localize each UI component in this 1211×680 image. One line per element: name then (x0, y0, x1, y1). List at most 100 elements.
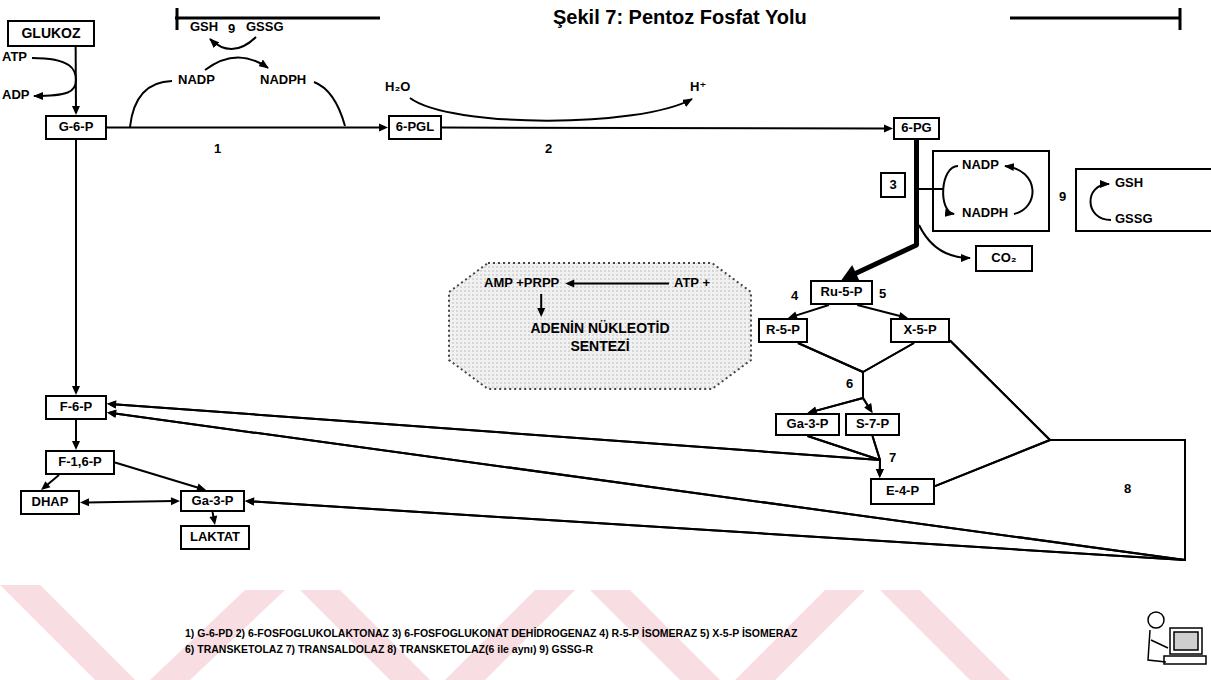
reaction-arrow (72, 140, 80, 395)
metabolite-box: DHAP (20, 490, 80, 515)
arrow-head (864, 403, 872, 413)
callout-number: 6 (846, 377, 853, 392)
metabolite-name: ATP + (674, 276, 710, 291)
callout-number: 9 (228, 22, 235, 37)
arrow-head (72, 441, 80, 450)
metabolite-name: F-1,6-P (58, 455, 101, 470)
callout-number: 1 (214, 142, 221, 157)
reaction-arrow (80, 497, 180, 506)
metabolite-name: NADP (962, 158, 999, 173)
cofactor-label: ATP (2, 50, 27, 65)
callout-number: 2 (545, 142, 552, 157)
arrow-head (537, 308, 545, 317)
metabolite-name: Ru-5-P (821, 285, 863, 300)
connector-line (86, 501, 173, 502)
arrow-head (107, 400, 116, 408)
arrow-head (842, 265, 860, 281)
watermark-stripes (0, 585, 1010, 680)
metabolite-name: NADPH (962, 206, 1008, 221)
arrow-head (245, 498, 254, 506)
reaction-arrow (107, 410, 1185, 560)
metabolite-name: GSH (1115, 176, 1143, 191)
arrow-head (107, 410, 116, 418)
connector-line (113, 404, 880, 460)
cofactor-label: H₂O (385, 80, 410, 95)
reaction-arrow (808, 343, 915, 415)
cofactor-label: GSSG (246, 20, 284, 35)
arrow-head (245, 498, 254, 506)
metabolite-box: F-1,6-P (45, 450, 115, 475)
metabolite-name: Ga-3-P (787, 417, 829, 432)
metabolite-name: F-6-P (60, 400, 93, 415)
cofactor-label: H⁺ (690, 80, 706, 95)
reaction-arrow (41, 475, 59, 490)
connector-line (115, 463, 200, 489)
start-substrate-box: GLUKOZ (7, 20, 95, 47)
metabolite-name: G-6-P (59, 120, 94, 135)
metabolite-box: R-5-P (758, 318, 808, 343)
metabolite-box: S-7-P (845, 413, 900, 436)
callout-number: 4 (791, 289, 798, 304)
metabolite-name: CO₂ (991, 251, 1016, 266)
nucleotide-synthesis-region: AMP +PRPPATP +ADENİN NÜKLEOTİD SENTEZİ (448, 262, 752, 390)
callout-number: 8 (1124, 482, 1131, 497)
connector-line (442, 127, 887, 130)
metabolite-name: DHAP (32, 495, 69, 510)
arrow-head (876, 469, 884, 478)
metabolite-name: Ga-3-P (192, 494, 234, 509)
reaction-arrow (115, 463, 206, 492)
arrow-head (72, 106, 80, 115)
metabolite-box: X-5-P (890, 318, 950, 343)
metabolite-name: GSSG (1115, 212, 1153, 227)
metabolite-box: G-6-P (45, 115, 107, 140)
reaction-arrow (798, 343, 873, 413)
arrow-head (41, 481, 50, 490)
arrow-head (565, 279, 574, 287)
arrow-head (209, 515, 217, 525)
metabolite-name: 6-PGL (396, 120, 434, 135)
callout-number: 5 (879, 287, 886, 302)
metabolite-box: E-4-P (870, 478, 935, 505)
computer-user-icon (1148, 612, 1206, 664)
connector-line (857, 305, 902, 316)
reaction-arrow (107, 400, 880, 460)
metabolite-name: X-5-P (903, 323, 936, 338)
enzyme-key: 1) G-6-PD 2) 6-FOSFOGLUKOLAKTONAZ 3) 6-F… (185, 627, 797, 639)
arrow-head (72, 386, 80, 395)
callout-number: 9 (1059, 190, 1066, 205)
connector-line (75, 140, 77, 389)
metabolite-name: R-5-P (766, 323, 800, 338)
arrow-head (107, 410, 116, 418)
reaction-arrow (107, 124, 388, 132)
metabolite-box: Ga-3-P (180, 490, 245, 512)
metabolite-name: S-7-P (856, 417, 889, 432)
reaction-arrow (72, 47, 80, 115)
connector-line (75, 420, 77, 444)
arrow-head (171, 497, 180, 505)
connector-line (113, 404, 880, 460)
metabolite-name: GLUKOZ (21, 25, 80, 41)
product-box: CO₂ (975, 245, 1033, 272)
arrow-head (876, 469, 884, 478)
connector-line (852, 140, 917, 275)
metabolite-box: Ga-3-P (775, 413, 840, 436)
reaction-arrow (209, 512, 217, 525)
arrow-head (379, 124, 388, 132)
connector-line (814, 343, 914, 411)
cofactor-box: GSH GSSG (1075, 168, 1211, 232)
reaction-arrow (798, 343, 863, 415)
reaction-arrow (107, 400, 880, 460)
arrow-head (80, 498, 89, 506)
connector-line (808, 436, 881, 472)
metabolite-box: LAKTAT (180, 525, 250, 550)
reaction-arrow (442, 124, 893, 132)
dotted-octagon (449, 263, 751, 389)
metabolite-name: 3 (889, 178, 896, 193)
cofactor-arcs (32, 37, 1111, 258)
main-flow-arrow (842, 140, 917, 281)
reaction-arrow (245, 440, 1185, 560)
connector-line (251, 440, 1185, 560)
enzyme-number-box: 3 (880, 172, 906, 198)
cofactor-label: NADPH (260, 73, 306, 88)
